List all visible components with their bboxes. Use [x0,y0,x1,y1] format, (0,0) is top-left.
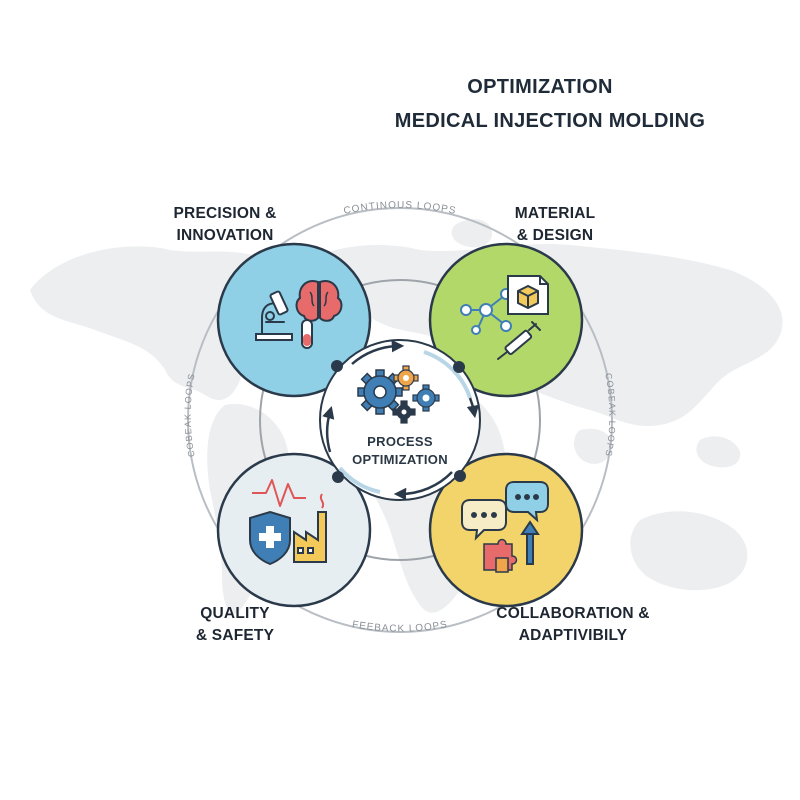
syringe-icon [497,321,541,360]
test-tube-icon [301,319,313,349]
precision-label-line-1: PRECISION & [173,205,277,222]
small-gear-top-icon [393,365,419,391]
material-label-line-1: MATERIAL [514,205,596,222]
medical-shield-icon [249,510,291,566]
small-gear-right-icon [412,384,440,412]
collab-label: COLLABORATION & ADAPTIVIBILY [478,603,668,647]
hub-node-top-right [453,361,465,373]
quality-label-line-1: QUALITY [200,605,270,622]
precision-label: PRECISION & INNOVATION [150,203,300,247]
page-title-line-1: OPTIMIZATION [467,76,613,98]
hub-node-top-left [331,360,343,372]
loop-label-left: COBEAK LOOPS [183,372,197,458]
outer-loop-ring [187,207,613,633]
hub-label-line-2: OPTIMIZATION [352,452,448,467]
quality-label-line-2: & SAFETY [195,627,275,644]
loop-label-bottom: FEEBACK LOOPS [351,619,448,634]
microscope-icon [255,290,293,341]
cube-document-icon [507,275,549,315]
collab-label-line-2: ADAPTIVIBILY [518,627,628,644]
page-title-line-2: MEDICAL INJECTION MOLDING [394,110,706,132]
hub-node-bottom-right [454,470,466,482]
heartbeat-icon [252,479,306,507]
collab-label-line-1: COLLABORATION & [496,605,650,622]
speech-bubbles-icon [461,481,549,541]
material-label: MATERIAL & DESIGN [490,203,620,247]
loop-label-right: COBEAK LOOPS [603,372,617,458]
precision-label-line-2: INNOVATION [176,227,274,244]
puzzle-icon [483,538,518,573]
upward-arrow-icon [520,520,540,565]
brain-icon [295,280,343,322]
hub-node-bottom-left [332,471,344,483]
cycle-arrows [322,339,480,501]
small-gear-bottom-icon [392,400,416,424]
hub-label-line-1: PROCESS [367,434,433,449]
material-label-line-2: & DESIGN [516,227,594,244]
large-gear-icon [357,369,403,415]
inner-loop-ring [259,279,541,561]
loop-label-top: CONTINOUS LOOPS [343,200,458,217]
quality-label: QUALITY & SAFETY [170,603,300,647]
factory-icon [293,493,327,563]
